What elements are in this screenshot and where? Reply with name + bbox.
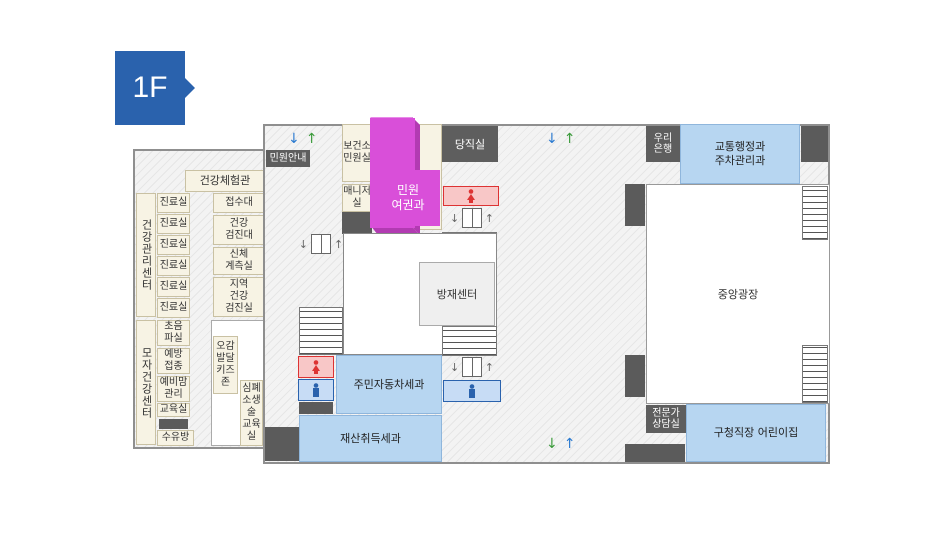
elevator-arrows-top: ↓ ↑: [450, 208, 494, 228]
room-passport-front[interactable]: 민원 여권과: [376, 170, 440, 226]
room-checkup-desk[interactable]: 건강 검진대: [213, 215, 265, 245]
elevator-icon: [462, 357, 482, 377]
exam-room-2[interactable]: 진료실: [157, 214, 190, 234]
room-reception[interactable]: 접수대: [213, 193, 265, 213]
room-traffic[interactable]: 교통행정과 주차관리과: [680, 124, 800, 184]
exam-room-1[interactable]: 진료실: [157, 193, 190, 213]
pillar: [801, 126, 828, 162]
exam-room-5[interactable]: 진료실: [157, 277, 190, 297]
pillar: [625, 355, 645, 397]
room-manager[interactable]: 매니저 실: [342, 184, 372, 212]
pillar: [265, 427, 299, 461]
restroom-male-icon: [313, 383, 319, 397]
restroom-female-icon: [312, 360, 320, 374]
pillar: [159, 419, 188, 429]
elevator-icon: [311, 234, 331, 254]
exam-room-4[interactable]: 진료실: [157, 256, 190, 276]
room-health-center[interactable]: 건강관리센터: [136, 193, 156, 317]
stairs-left: [299, 307, 343, 355]
floor-badge-arrow-icon: [185, 78, 195, 98]
room-vehicle[interactable]: 주민자동차세과: [336, 355, 442, 414]
elevator-icon: [462, 208, 482, 228]
room-health-civil[interactable]: 보건소 민원실: [342, 124, 372, 182]
stairs-mid: [442, 326, 497, 356]
restroom-male-bottom[interactable]: [443, 380, 501, 402]
room-nursing[interactable]: 수유방: [157, 430, 194, 446]
room-lifestyle-edu[interactable]: 심폐 소생 술 교육 실: [240, 380, 263, 446]
room-education[interactable]: 교육실: [157, 403, 190, 417]
room-duty[interactable]: 당직실: [442, 126, 498, 162]
restroom-male-left[interactable]: [298, 379, 334, 401]
stairs-right-top: [802, 186, 828, 240]
room-daycare[interactable]: 구청직장 어린이집: [686, 404, 826, 462]
room-body-measure[interactable]: 신체 계측실: [213, 247, 265, 275]
room-pre-parent[interactable]: 예비맘 관리: [157, 376, 190, 402]
exam-room-6[interactable]: 진료실: [157, 298, 190, 318]
room-disaster-center[interactable]: 방재센터: [419, 262, 495, 326]
room-vaccination[interactable]: 예방 접종: [157, 348, 190, 374]
pillar: [625, 444, 685, 462]
room-kids-zone[interactable]: 오감 발달 키즈 존: [213, 336, 238, 394]
pillar: [625, 184, 645, 226]
central-plaza[interactable]: 중앙광장: [646, 184, 830, 404]
room-regional-checkup[interactable]: 지역 건강 검진실: [213, 277, 265, 317]
room-consult[interactable]: 전문가 상담실: [646, 405, 686, 433]
pillar: [299, 402, 333, 414]
entrance-arrows-left: ↓ ↑: [288, 131, 317, 147]
restroom-male-icon: [469, 384, 475, 398]
stairs-right-bottom: [802, 345, 828, 403]
floor-label: 1F: [132, 71, 168, 104]
pillar: [342, 212, 372, 234]
elevator-arrows-left: ↓ ↑: [298, 232, 344, 256]
room-bank[interactable]: 우리 은행: [646, 126, 680, 162]
restroom-female-icon: [467, 189, 475, 203]
restroom-female-left[interactable]: [298, 356, 334, 378]
room-ultrasound[interactable]: 초음 파실: [157, 320, 190, 346]
room-property-tax[interactable]: 재산취득세과: [299, 415, 442, 462]
arrow-down-icon: ↓: [288, 131, 300, 147]
room-health-experience[interactable]: 건강체험관: [185, 170, 265, 192]
exam-room-3[interactable]: 진료실: [157, 235, 190, 255]
arrow-down-icon: ↓: [546, 436, 558, 452]
room-maternal-center[interactable]: 모자건강센터: [136, 320, 156, 445]
elevator-arrows-bottom: ↓ ↑: [450, 356, 494, 378]
arrow-up-icon: ↑: [563, 131, 576, 147]
arrow-down-icon: ↓: [546, 131, 558, 147]
entrance-arrows-top: ↓ ↑: [546, 131, 575, 147]
info-desk[interactable]: 민원안내: [266, 150, 310, 167]
arrow-up-icon: ↑: [563, 436, 576, 452]
entrance-arrows-bottom: ↓ ↑: [546, 436, 575, 452]
floor-badge: 1F: [115, 51, 185, 125]
restroom-female-top[interactable]: [443, 186, 499, 206]
arrow-up-icon: ↑: [305, 131, 318, 147]
